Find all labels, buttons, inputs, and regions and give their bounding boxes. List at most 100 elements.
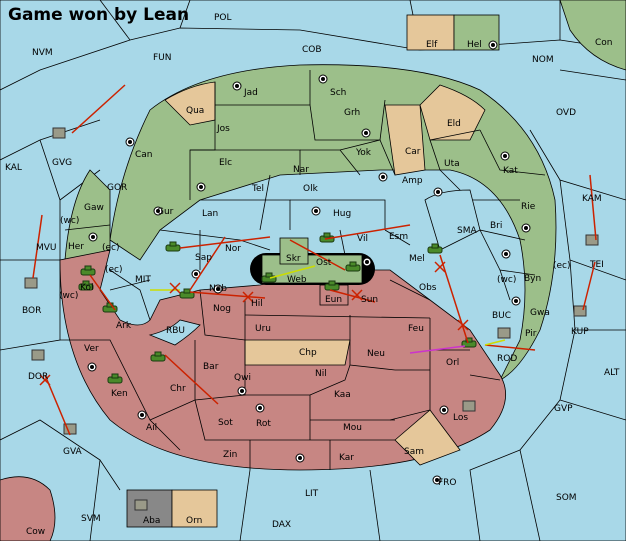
army-unit-icon[interactable] [345, 261, 361, 272]
label-elc: Elc [219, 158, 232, 168]
label-gvp: GVP [554, 404, 573, 414]
label-tei: TEI [589, 260, 604, 270]
fleet-unit-icon[interactable] [497, 327, 511, 339]
label-sun: Sun [361, 295, 378, 305]
label-coast-0: (wc) [59, 291, 78, 301]
label-car: Car [405, 147, 421, 157]
label-grh: Grh [344, 108, 360, 118]
region-car[interactable] [384, 104, 426, 176]
label-jos: Jos [216, 124, 230, 134]
fleet-unit-icon[interactable] [52, 127, 66, 139]
label-elf: Elf [426, 40, 438, 50]
region-orn[interactable] [171, 489, 218, 528]
label-nom: NOM [532, 55, 554, 65]
label-eun: Eun [325, 295, 342, 305]
army-unit-icon[interactable] [107, 373, 123, 384]
supply-center [125, 137, 135, 147]
army-unit-icon[interactable] [179, 288, 195, 299]
label-sam: Sam [404, 447, 424, 457]
label-ail: Ail [146, 423, 157, 433]
label-bri: Bri [490, 221, 502, 231]
label-coast-3: (ec) [102, 243, 120, 253]
region-eld[interactable] [419, 84, 486, 141]
supply-center [433, 187, 443, 197]
label-coast-5: (ec) [553, 261, 571, 271]
label-vil: Vil [357, 234, 368, 244]
sma-channel [424, 189, 481, 251]
supply-center [232, 81, 242, 91]
label-zin: Zin [223, 450, 237, 460]
rbu-channel [148, 319, 201, 346]
label-kup: KUP [571, 327, 589, 337]
label-orl: Orl [446, 358, 459, 368]
army-unit-icon[interactable] [80, 265, 96, 276]
label-orn: Orn [186, 516, 202, 526]
supply-center [213, 284, 223, 294]
label-yok: Yok [355, 148, 372, 158]
label-her: Her [68, 242, 84, 252]
label-uru: Uru [255, 324, 271, 334]
label-dax: DAX [272, 520, 291, 530]
label-ken: Ken [111, 389, 128, 399]
label-dor: DOR [28, 372, 48, 382]
order-arrows [32, 84, 597, 436]
label-cow: Cow [26, 527, 45, 537]
label-ark: Ark [116, 321, 132, 331]
supply-center [362, 257, 372, 267]
cross-marks [39, 261, 469, 386]
army-unit-icon[interactable] [165, 241, 181, 252]
label-fro: FRO [438, 478, 457, 488]
label-byn: Byn [524, 274, 541, 284]
label-kal: KAL [5, 163, 22, 173]
label-kat: Kat [503, 166, 518, 176]
army-unit-icon[interactable] [427, 243, 443, 254]
label-mvu: MVU [36, 243, 57, 253]
fleet-unit-icon[interactable] [134, 499, 148, 511]
label-rie: Rie [521, 202, 536, 212]
label-hil: Hil [251, 299, 263, 309]
army-unit-icon[interactable] [150, 351, 166, 362]
supply-center [295, 453, 305, 463]
supply-center [137, 410, 147, 420]
fleet-unit-icon[interactable] [573, 305, 587, 317]
label-pir: Pir [525, 329, 537, 339]
supply-center [318, 74, 328, 84]
label-gaw: Gaw [84, 203, 104, 213]
fleet-unit-icon[interactable] [462, 400, 476, 412]
region-sam[interactable] [394, 409, 461, 466]
label-hel: Hel [467, 40, 482, 50]
label-chp: Chp [299, 348, 317, 358]
label-uta: Uta [444, 159, 460, 169]
label-buc: BUC [492, 311, 511, 321]
region-cow[interactable] [0, 476, 56, 541]
region-chp[interactable] [244, 339, 351, 366]
label-tel: Tel [251, 184, 264, 194]
label-nil: Nil [315, 369, 327, 379]
label-nvm: NVM [32, 48, 53, 58]
label-cob: COB [302, 45, 322, 55]
fleet-unit-icon[interactable] [24, 277, 38, 289]
label-kam: KAM [582, 194, 602, 204]
fleet-unit-icon[interactable] [585, 234, 599, 246]
label-gvg: GVG [52, 158, 72, 168]
label-kar: Kar [339, 453, 354, 463]
label-rot: Rot [256, 419, 271, 429]
supply-center [511, 296, 521, 306]
label-los: Los [453, 413, 468, 423]
page-title: Game won by Lean [8, 5, 189, 25]
supply-center [196, 182, 206, 192]
label-gur: Gur [157, 207, 174, 217]
label-mou: Mou [343, 423, 362, 433]
army-unit-icon[interactable] [78, 280, 94, 291]
label-qwi: Qwi [234, 373, 251, 383]
label-nab: Nab [209, 284, 227, 294]
supply-center [500, 151, 510, 161]
label-web: Web [287, 275, 307, 285]
army-unit-icon[interactable] [461, 337, 477, 348]
label-alt: ALT [604, 368, 620, 378]
label-feu: Feu [408, 324, 424, 334]
label-kol: Kol [80, 283, 93, 293]
supply-center [378, 172, 388, 182]
fleet-unit-icon[interactable] [31, 349, 45, 361]
